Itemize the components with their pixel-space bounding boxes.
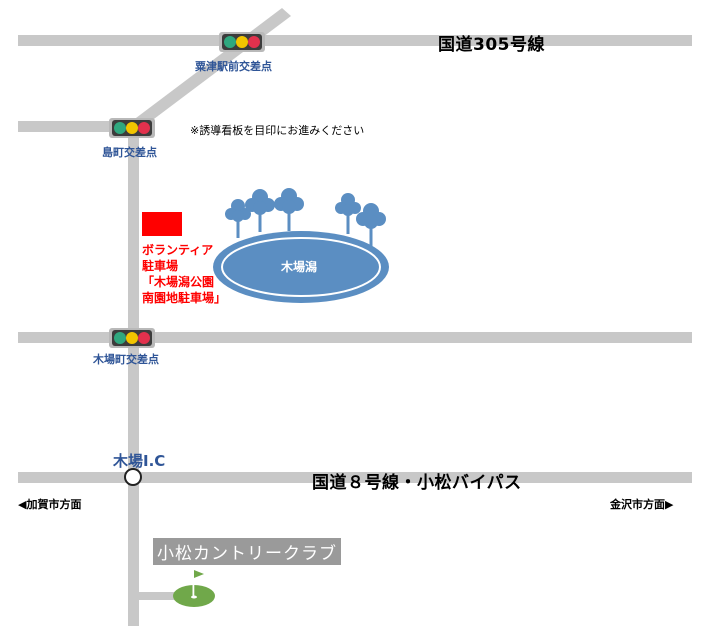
golf-club-label: 小松カントリークラブ [153,538,341,565]
lake-kibagata [213,231,389,303]
route-305-road [18,35,692,46]
interchange-label: 木場I.C [113,452,166,470]
route-8-label: 国道８号線・小松バイパス [312,473,522,493]
parking-label-line-3: 「木場潟公園 [142,275,215,289]
interchange-marker [124,468,142,486]
lake-label: 木場潟 [281,260,318,274]
route-305-label: 国道305号線 [438,35,545,55]
shimamachi-road [18,121,140,132]
tree-icon [225,188,386,246]
awazu-junction-label: 粟津駅前交差点 [195,60,272,73]
roads [18,8,692,626]
parking-label-line-1: ボランティア [142,243,214,257]
golf-access-road [136,592,180,600]
parking-label-line-4: 南園地駐車場」 [142,291,227,305]
parking-marker [142,212,182,236]
route-8-road [18,472,692,483]
main-vertical-road [128,126,139,626]
golf-green-icon [173,570,215,607]
kibamachi-road [18,332,692,343]
shimamachi-junction-label: 島町交差点 [102,146,157,159]
direction-right-label: 金沢市方面▶ [610,498,674,511]
guide-sign-note: ※誘導看板を目印にお進みください [190,124,365,137]
kibamachi-junction-label: 木場町交差点 [93,353,159,366]
direction-left-label: ◀加賀市方面 [18,498,82,511]
traffic-light-kibamachi [109,328,155,348]
traffic-light-shimamachi [109,118,155,138]
parking-label-line-2: 駐車場 [142,259,179,273]
traffic-light-awazu [219,32,265,52]
parking-label: ボランティア 駐車場 「木場潟公園 南園地駐車場」 [142,242,226,306]
